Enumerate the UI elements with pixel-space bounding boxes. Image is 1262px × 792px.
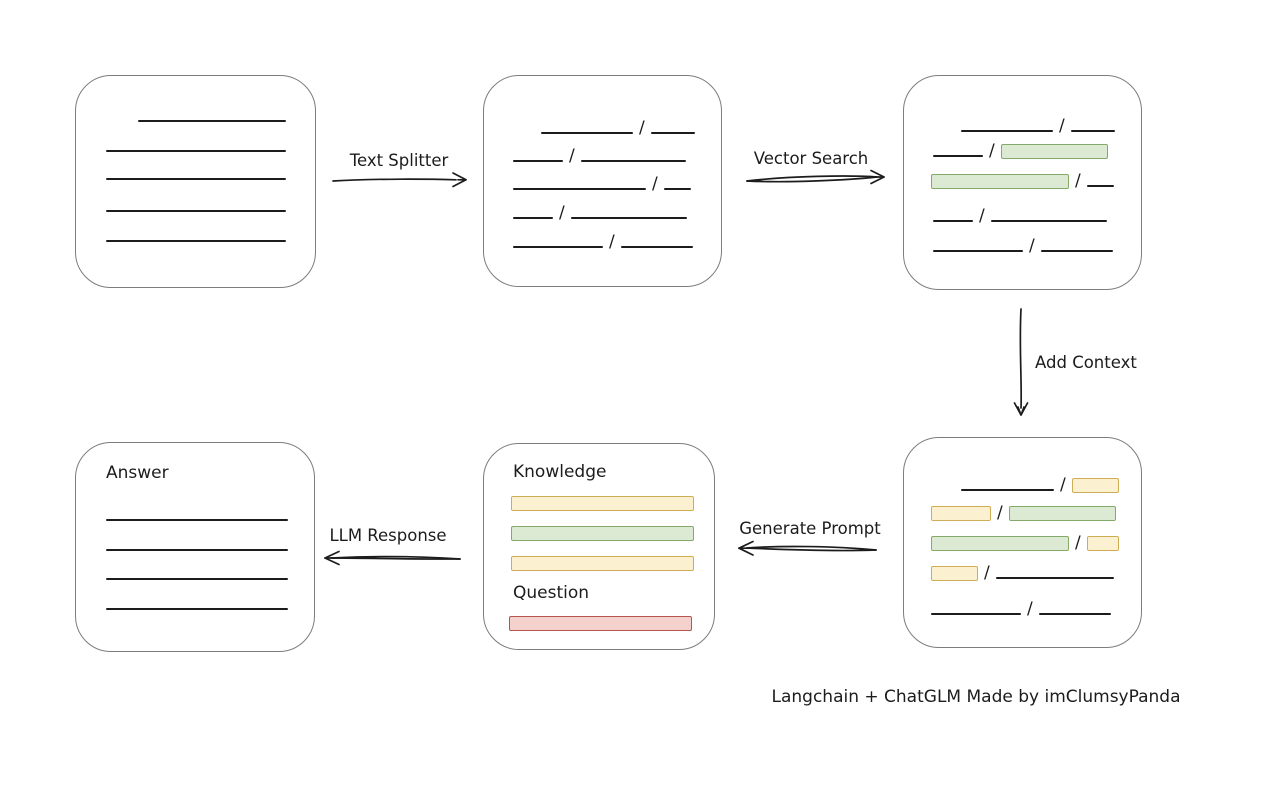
- slash-separator: /: [1075, 171, 1081, 191]
- text-line: [106, 519, 288, 521]
- slash-separator: /: [639, 118, 645, 138]
- prompt-node: Knowledge Question: [483, 443, 715, 650]
- text-line: [106, 549, 288, 551]
- answer-node: Answer: [75, 442, 315, 652]
- chunk-row: /: [933, 236, 1113, 256]
- highlight-yellow-chip: [1071, 477, 1119, 493]
- text-line: [933, 155, 983, 157]
- highlight-green-chip: [1008, 505, 1116, 521]
- llm-response-arrow: [324, 550, 461, 566]
- text-line: [106, 210, 286, 212]
- knowledge-bar-yellow: [511, 496, 694, 511]
- chunk-row: /: [513, 174, 691, 194]
- question-bar-red: [509, 616, 692, 631]
- chunk-row: /: [933, 141, 1108, 161]
- chunk-row: /: [931, 533, 1119, 553]
- llm-response-label: LLM Response: [329, 526, 447, 545]
- highlight-green-chip: [931, 535, 1069, 551]
- highlight-yellow-chip: [1086, 535, 1119, 551]
- document-node: [75, 75, 316, 288]
- knowledge-bar-yellow: [511, 556, 694, 571]
- knowledge-label: Knowledge: [513, 462, 607, 482]
- text-line: [933, 250, 1023, 252]
- matched-chunks-node: / / / / /: [903, 75, 1142, 290]
- slash-separator: /: [997, 503, 1003, 523]
- chunk-row: /: [961, 116, 1115, 136]
- text-line: [513, 246, 603, 248]
- chunk-row: /: [513, 146, 686, 166]
- answer-label: Answer: [106, 463, 169, 483]
- context-chunks-node: / / / / /: [903, 437, 1142, 648]
- generate-prompt-label: Generate Prompt: [739, 519, 881, 538]
- chunk-row: /: [931, 503, 1116, 523]
- text-line: [1070, 130, 1115, 132]
- text-line: [933, 220, 973, 222]
- slash-separator: /: [1027, 599, 1033, 619]
- text-line: [513, 160, 563, 162]
- text-line: [650, 132, 695, 134]
- text-line: [106, 608, 288, 610]
- slash-separator: /: [979, 206, 985, 226]
- highlight-green-chip: [1000, 143, 1108, 159]
- text-line: [1086, 185, 1114, 187]
- text-line: [990, 220, 1107, 222]
- text-splitter-arrow: [332, 172, 467, 188]
- text-line: [1038, 613, 1111, 615]
- text-line: [513, 188, 646, 190]
- slash-separator: /: [984, 563, 990, 583]
- chunk-row: /: [513, 203, 687, 223]
- text-line: [663, 188, 691, 190]
- highlight-yellow-chip: [931, 505, 991, 521]
- text-line: [513, 217, 553, 219]
- slash-separator: /: [1075, 533, 1081, 553]
- add-context-label: Add Context: [1035, 353, 1137, 372]
- slash-separator: /: [1059, 116, 1065, 136]
- text-line: [961, 130, 1053, 132]
- add-context-arrow: [1013, 308, 1029, 416]
- text-line: [995, 577, 1114, 579]
- knowledge-bar-green: [511, 526, 694, 541]
- split-chunks-node: / / / / /: [483, 75, 722, 287]
- text-line: [570, 217, 687, 219]
- chunk-row: /: [961, 475, 1119, 495]
- question-label: Question: [513, 583, 590, 603]
- text-line: [1040, 250, 1113, 252]
- chunk-row: /: [931, 599, 1111, 619]
- text-line: [961, 489, 1054, 491]
- slash-separator: /: [652, 174, 658, 194]
- text-line: [138, 120, 286, 122]
- slash-separator: /: [569, 146, 575, 166]
- highlight-yellow-chip: [931, 565, 978, 581]
- text-line: [580, 160, 686, 162]
- chunk-row: /: [541, 118, 695, 138]
- text-line: [620, 246, 693, 248]
- chunk-row: /: [931, 171, 1114, 191]
- text-line: [106, 578, 288, 580]
- slash-separator: /: [1060, 475, 1066, 495]
- text-splitter-label: Text Splitter: [349, 151, 449, 170]
- highlight-green-chip: [931, 173, 1069, 189]
- attribution-text: Langchain + ChatGLM Made by imClumsyPand…: [771, 687, 1181, 707]
- text-line: [931, 613, 1021, 615]
- slash-separator: /: [559, 203, 565, 223]
- chunk-row: /: [931, 563, 1114, 583]
- vector-search-arrow: [746, 169, 885, 185]
- text-line: [541, 132, 633, 134]
- slash-separator: /: [989, 141, 995, 161]
- slash-separator: /: [1029, 236, 1035, 256]
- text-line: [106, 150, 286, 152]
- generate-prompt-arrow: [738, 540, 877, 556]
- text-line: [106, 178, 286, 180]
- vector-search-label: Vector Search: [753, 149, 869, 168]
- chunk-row: /: [933, 206, 1107, 226]
- chunk-row: /: [513, 232, 693, 252]
- slash-separator: /: [609, 232, 615, 252]
- text-line: [106, 240, 286, 242]
